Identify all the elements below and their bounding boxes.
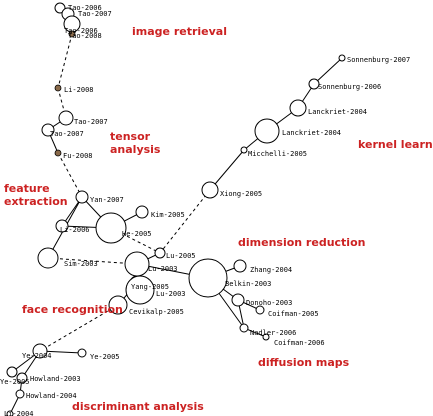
citation-edge — [313, 57, 343, 85]
paper-label: Ye-2004 — [22, 352, 52, 360]
paper-label: Lanckriet-2004 — [282, 129, 341, 137]
paper-node[interactable] — [55, 219, 69, 233]
paper-label: Xiong-2005 — [220, 190, 262, 198]
topic-label-line: diffusion maps — [258, 356, 350, 369]
paper-node[interactable] — [289, 99, 307, 117]
paper-label: Yan-2007 — [90, 196, 124, 204]
paper-label: Yang-2005 — [131, 283, 169, 291]
paper-node[interactable] — [15, 389, 25, 399]
topic-label-line: tensor — [110, 130, 151, 143]
citation-edge — [209, 149, 245, 191]
paper-label: Tao-2007 — [50, 130, 84, 138]
topic-label-line: face recognition — [22, 303, 123, 316]
paper-node[interactable] — [124, 251, 150, 277]
citation-edge — [47, 257, 138, 265]
paper-label: Cevikalp-2005 — [129, 308, 184, 316]
paper-label: Howland-2003 — [30, 375, 81, 383]
paper-label: Tao-2006 — [64, 27, 98, 35]
paper-label: Nadler-2006 — [250, 329, 296, 337]
paper-label: Coifman-2005 — [268, 310, 319, 318]
paper-node[interactable] — [54, 84, 62, 92]
topic-label-line: analysis — [110, 143, 161, 156]
paper-label: Fu-2008 — [63, 152, 93, 160]
paper-label: Ye-2005 — [90, 353, 120, 361]
paper-node[interactable] — [6, 366, 18, 378]
paper-label: Lu-2003 — [156, 290, 186, 298]
topic-label-line: dimension reduction — [238, 236, 365, 249]
paper-node[interactable] — [6, 410, 14, 416]
paper-node[interactable] — [95, 212, 127, 244]
topic-label-discriminant-analysis: discriminant analysis — [72, 400, 204, 413]
topic-label-kernel-learning: kernel learning — [358, 138, 433, 151]
paper-label: Lanckriet-2004 — [308, 108, 367, 116]
paper-node[interactable] — [54, 2, 66, 14]
paper-label: He-2005 — [122, 230, 152, 238]
paper-node[interactable] — [32, 343, 48, 359]
paper-label: Li-2008 — [64, 86, 94, 94]
topic-label-face-recognition: face recognition — [22, 303, 123, 316]
topic-label-line: kernel learning — [358, 138, 433, 151]
paper-node[interactable] — [262, 333, 270, 341]
citation-edge — [57, 152, 83, 198]
paper-label: Donoho-2003 — [246, 299, 292, 307]
paper-node[interactable] — [154, 247, 166, 259]
paper-node[interactable] — [201, 181, 219, 199]
label-layer: Tao-2006Tao-2007Tao-2006Tao-2008Li-2008T… — [0, 4, 410, 416]
paper-node[interactable] — [54, 149, 62, 157]
topic-label-line: discriminant analysis — [72, 400, 204, 413]
paper-node[interactable] — [41, 123, 55, 137]
paper-label: Coifman-2006 — [274, 339, 325, 347]
paper-node[interactable] — [338, 54, 346, 62]
paper-label: Li-2004 — [4, 410, 34, 416]
paper-node[interactable] — [255, 305, 265, 315]
paper-label: Ye-2005 — [0, 378, 30, 386]
paper-label: Micchelli-2005 — [248, 150, 307, 158]
paper-label: Sim-2003 — [64, 260, 98, 268]
paper-label: Kim-2005 — [151, 211, 185, 219]
topic-label-image-retrieval: image retrieval — [132, 25, 227, 38]
paper-node[interactable] — [231, 293, 245, 307]
paper-node[interactable] — [240, 146, 248, 154]
paper-node[interactable] — [108, 295, 128, 315]
paper-label: Tao-2006 — [68, 4, 102, 12]
paper-label: Sonnenburg-2007 — [347, 56, 410, 64]
paper-node[interactable] — [16, 372, 28, 384]
paper-label: Sonnenburg-2006 — [318, 83, 381, 91]
citation-edge — [159, 189, 211, 254]
paper-label: Lu-2003 — [148, 265, 178, 273]
topic-label-dimension-reduction: dimension reduction — [238, 236, 365, 249]
paper-node[interactable] — [75, 190, 89, 204]
paper-node[interactable] — [239, 323, 249, 333]
paper-label: Belkin-2003 — [225, 280, 271, 288]
paper-label: Li-2006 — [60, 226, 90, 234]
topic-label-line: extraction — [4, 195, 68, 208]
node-layer — [6, 2, 346, 416]
paper-node[interactable] — [77, 348, 87, 358]
paper-node[interactable] — [58, 110, 74, 126]
paper-node[interactable] — [125, 275, 155, 305]
paper-label: Tao-2007 — [74, 118, 108, 126]
paper-label: Howland-2004 — [26, 392, 77, 400]
paper-node[interactable] — [308, 78, 320, 90]
paper-label: Tao-2008 — [68, 32, 102, 40]
topic-label-diffusion-maps: diffusion maps — [258, 356, 350, 369]
paper-node[interactable] — [254, 118, 280, 144]
paper-node[interactable] — [68, 30, 76, 38]
citation-edge — [57, 33, 73, 89]
paper-node[interactable] — [233, 259, 247, 273]
topic-label-line: image retrieval — [132, 25, 227, 38]
paper-label: Zhang-2004 — [250, 266, 292, 274]
paper-label: Tao-2007 — [78, 10, 112, 18]
topic-label-line: feature — [4, 182, 50, 195]
paper-label: Lu-2005 — [166, 252, 196, 260]
paper-node[interactable] — [37, 247, 59, 269]
paper-node[interactable] — [135, 205, 149, 219]
paper-node[interactable] — [188, 258, 228, 298]
